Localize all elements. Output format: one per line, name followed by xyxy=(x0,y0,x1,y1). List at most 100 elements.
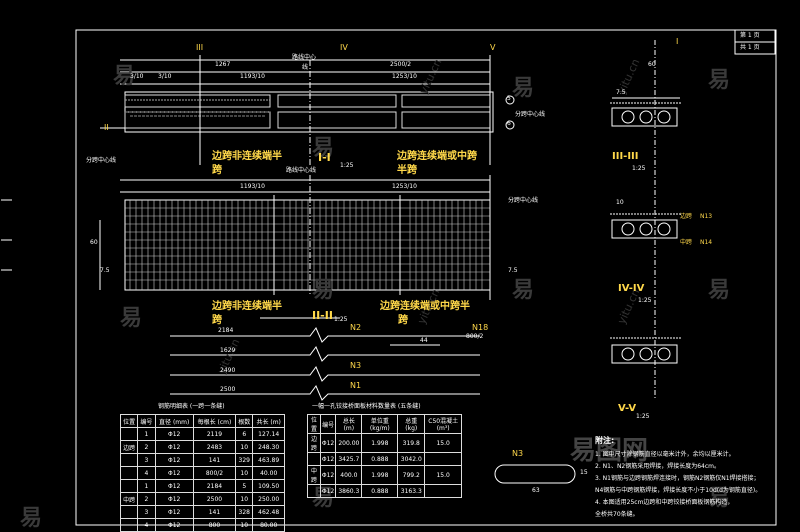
table-cell: 0.888 xyxy=(361,484,399,498)
table-cell: Φ12 xyxy=(154,492,194,506)
elev-left-title-2: 跨 xyxy=(212,315,222,326)
table-cell: 329 xyxy=(235,453,254,467)
right-dim-75: 7.5 xyxy=(616,89,626,96)
elev-side-dim-75b: 7.5 xyxy=(508,267,518,274)
table-cell: 80.00 xyxy=(252,518,285,532)
table-cell: 1 xyxy=(137,479,156,493)
table-header: 位置 xyxy=(307,414,321,434)
table-cell xyxy=(307,484,321,498)
table-cell: 10 xyxy=(235,518,254,532)
table-cell: 10 xyxy=(235,440,254,454)
table-cell: 200.00 xyxy=(335,433,363,453)
section-mark-iv: IV xyxy=(340,43,348,52)
table-cell xyxy=(307,452,321,466)
table-cell: 6 xyxy=(235,427,254,441)
table-cell: 3042.0 xyxy=(397,452,426,466)
watermark-yi: 易 xyxy=(512,76,535,101)
section-mark-iii: III xyxy=(196,43,204,52)
rebar-len-2184: 2184 xyxy=(218,327,234,334)
rebar-n3-label: N3 xyxy=(350,361,362,370)
table-cell: 5 xyxy=(235,479,254,493)
table-cell: 15.0 xyxy=(424,433,462,453)
table-cell xyxy=(119,453,139,467)
page-total: 共 1 页 xyxy=(740,44,760,51)
center-label-2: 线 xyxy=(302,64,309,71)
watermark-yi: 易 xyxy=(120,306,143,331)
table-header: 总长 (m) xyxy=(335,414,363,434)
notes-title: 附注: xyxy=(595,436,615,445)
table-header-row: 位置 编号 直径 (mm) 每根长 (cm) 根数 共长 (m) xyxy=(119,414,285,428)
table-cell: 边跨 xyxy=(307,433,321,453)
rebar-len-2500: 2500 xyxy=(220,386,236,393)
dim-3-10b: 3/10 xyxy=(158,73,172,80)
table-cell: 1 xyxy=(137,427,156,441)
section-v-v: V-V xyxy=(618,403,637,414)
table-cell: Φ12 xyxy=(319,452,337,466)
table-cell: 中跨 xyxy=(307,465,321,485)
section-ii-ii: II-II xyxy=(312,309,333,322)
table-cell: 250.00 xyxy=(252,492,285,506)
table-cell: 0.888 xyxy=(361,452,399,466)
right-mark-i: I xyxy=(676,37,679,46)
stirrup-detail xyxy=(494,464,576,484)
table-cell: Φ12 xyxy=(154,505,194,519)
table-cell: Φ12 xyxy=(154,466,194,480)
table-cell: 141 xyxy=(192,453,237,467)
note-line: 全桥共70条缝。 xyxy=(595,511,639,518)
table-cell xyxy=(119,466,139,480)
right-label-zhong: 中跨 xyxy=(680,239,693,246)
right-span-title: 边跨连续端或中跨 xyxy=(397,151,477,162)
elev-right-title-2: 跨 xyxy=(398,315,408,326)
rebar-details xyxy=(170,317,480,401)
material-quantity-table: 位置 编号 总长 (m) 单位重 (kg/m) 总重 (kg) C50混凝土 (… xyxy=(307,414,462,498)
section-i-i: I-I xyxy=(318,151,331,164)
table-cell: 328 xyxy=(235,505,254,519)
elev-side-dim-60: 60 xyxy=(90,239,98,246)
watermark-logo: 易图网 xyxy=(570,436,649,466)
table-cell xyxy=(119,479,139,493)
section-iii-iii: III-III xyxy=(612,151,639,162)
top-view xyxy=(100,55,515,165)
table-cell: 400.0 xyxy=(335,465,363,485)
watermark-yi: 易 xyxy=(708,68,731,93)
elevation-grid xyxy=(99,175,491,300)
note-line: N4钢筋与中跨钢筋焊接，焊接长度不小于10d(d为钢筋直径)。 xyxy=(595,487,762,494)
watermark-yi: 易 xyxy=(312,278,335,303)
right-span-title-2: 半跨 xyxy=(397,165,417,176)
table-cell: 4 xyxy=(137,518,156,532)
table-cell: 462.48 xyxy=(252,505,285,519)
table-cell: Φ12 xyxy=(319,433,337,453)
watermark-yi: 易 xyxy=(708,486,731,511)
table-cell: Φ12 xyxy=(154,479,194,493)
stirrup-dim-15: 15 xyxy=(580,469,588,476)
section-mark-v: V xyxy=(490,43,496,52)
right-sections xyxy=(610,40,682,400)
table-cell: 15.0 xyxy=(424,465,462,485)
note-line: 1. 图中尺寸除钢筋直径以毫米计外，余均以厘米计。 xyxy=(595,451,735,458)
table-cell: 2184 xyxy=(192,479,237,493)
table-cell: 3860.3 xyxy=(335,484,363,498)
watermark-yi: 易 xyxy=(113,64,136,89)
watermark-yi: 易 xyxy=(512,278,535,303)
table-cell: 127.14 xyxy=(252,427,285,441)
table-cell: 109.50 xyxy=(252,479,285,493)
table-header-row: 位置 编号 总长 (m) 单位重 (kg/m) 总重 (kg) C50混凝土 (… xyxy=(307,414,462,434)
table-cell: 319.8 xyxy=(397,433,426,453)
rebar-dim-800: 800/2 xyxy=(466,333,484,340)
elev-side-dim-75a: 7.5 xyxy=(100,267,110,274)
table-cell: 2483 xyxy=(192,440,237,454)
watermark-yi: 易 xyxy=(312,136,335,161)
section-mark-ii: II xyxy=(104,123,109,132)
table-cell xyxy=(424,452,462,466)
notes-block: 附注: 1. 图中尺寸除钢筋直径以毫米计外，余均以厘米计。 2. N1、N2钢筋… xyxy=(595,435,775,521)
